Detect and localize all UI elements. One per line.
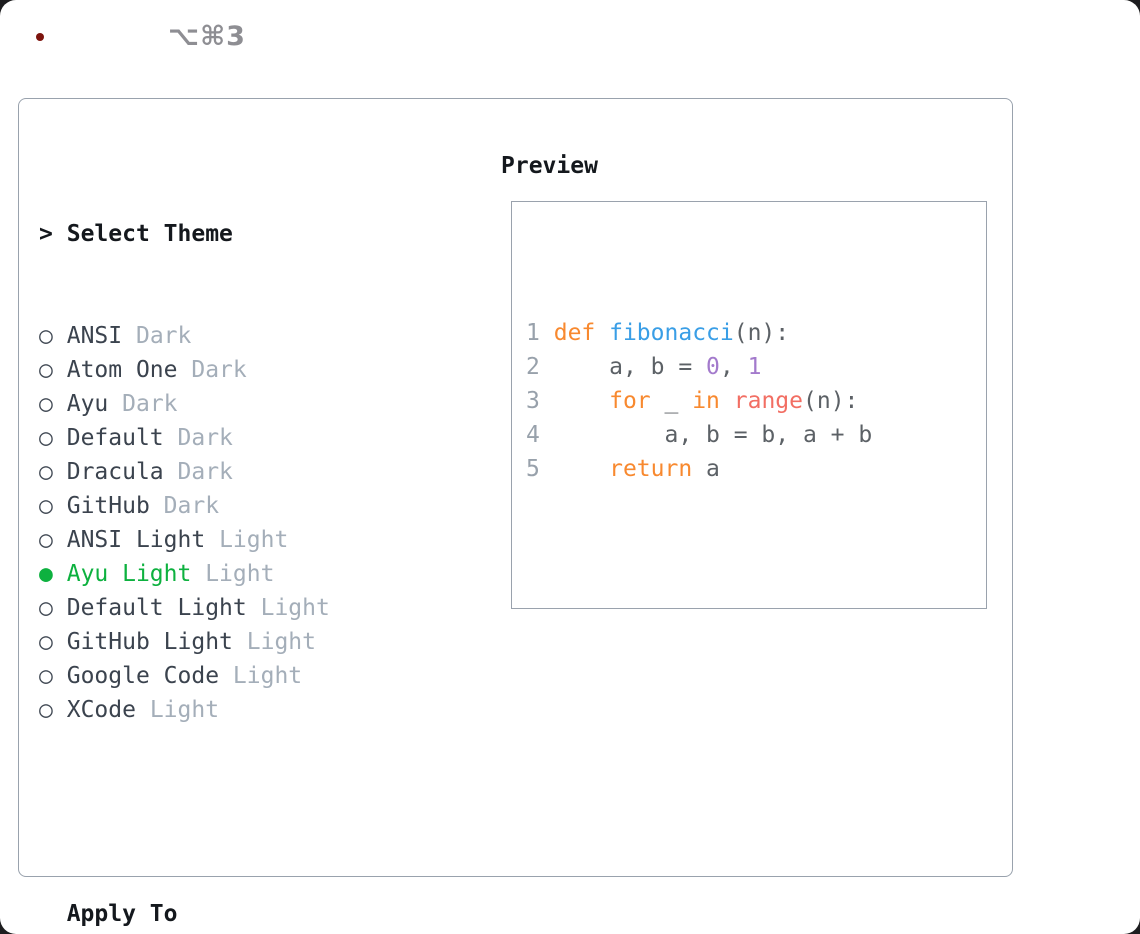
- theme-item-ansi-light[interactable]: ○ ANSI Light Light: [39, 523, 454, 557]
- code-segment: return: [609, 456, 693, 482]
- code-line: 1 def fibonacci(n):: [526, 316, 986, 350]
- focus-caret-icon: >: [39, 221, 53, 247]
- theme-name: Atom One: [66, 357, 178, 383]
- theme-name: Default Light: [66, 595, 247, 621]
- radio-selected-icon: ●: [39, 561, 53, 587]
- theme-variant: Light: [232, 663, 303, 689]
- section-gap: [39, 795, 454, 829]
- theme-item-ayu[interactable]: ○ Ayu Dark: [39, 387, 454, 421]
- theme-item-default-light[interactable]: ○ Default Light Light: [39, 591, 454, 625]
- code-segment: fibonacci: [609, 320, 734, 346]
- line-number: 4: [526, 422, 540, 448]
- code-diff-gap: [526, 554, 986, 588]
- line-number: 3: [526, 388, 540, 414]
- theme-picker-panel: > Select Theme ○ ANSI Dark○ Atom One Dar…: [18, 98, 1013, 927]
- theme-item-google-code[interactable]: ○ Google Code Light: [39, 659, 454, 693]
- radio-icon: ○: [39, 493, 53, 519]
- code-segment: ,: [719, 354, 748, 380]
- window-title: ⌥⌘3: [168, 21, 246, 52]
- code-line: 5 return a: [526, 452, 986, 486]
- theme-item-github[interactable]: ○ GitHub Dark: [39, 489, 454, 523]
- theme-variant: Light: [246, 629, 316, 655]
- code-segment: 0: [706, 354, 720, 380]
- theme-list: ○ ANSI Dark○ Atom One Dark○ Ayu Dark○ De…: [39, 319, 454, 727]
- theme-item-default[interactable]: ○ Default Dark: [39, 421, 454, 455]
- line-number: 5: [526, 456, 540, 482]
- radio-icon: ○: [39, 697, 53, 723]
- theme-variant: Dark: [191, 357, 247, 383]
- theme-variant: Dark: [122, 391, 178, 417]
- code-segment: _: [650, 388, 693, 414]
- line-number: 2: [526, 354, 540, 380]
- radio-icon: ○: [39, 323, 53, 349]
- theme-variant: Dark: [135, 323, 192, 349]
- code-segment: (n):: [733, 320, 790, 346]
- code-line: 4 a, b = b, a + b: [526, 418, 986, 452]
- theme-name: Default: [66, 425, 164, 451]
- theme-variant: Light: [205, 561, 275, 587]
- title-bar: ⌥⌘3: [0, 0, 1140, 74]
- theme-name: ANSI Light: [66, 527, 206, 553]
- preview-header: Preview: [501, 153, 598, 179]
- theme-name: GitHub Light: [66, 629, 233, 655]
- radio-icon: ○: [39, 391, 53, 417]
- radio-icon: ○: [39, 595, 53, 621]
- zoom-button[interactable]: [107, 26, 129, 48]
- code-segment: a, b = b, a + b: [553, 422, 873, 448]
- code-segment: for: [609, 388, 651, 414]
- theme-name: Google Code: [66, 663, 220, 689]
- theme-item-github-light[interactable]: ○ GitHub Light Light: [39, 625, 454, 659]
- theme-variant: Dark: [163, 493, 220, 519]
- code-segment: range: [733, 388, 804, 414]
- line-number: 1: [526, 320, 540, 346]
- theme-item-ayu-light[interactable]: ● Ayu Light Light: [39, 557, 454, 591]
- code-segment: [554, 456, 609, 482]
- code-segment: 1: [747, 354, 762, 380]
- theme-name: Ayu: [66, 391, 109, 417]
- radio-icon: ○: [39, 459, 53, 485]
- code-segment: def: [553, 320, 610, 346]
- code-segment: a, b =: [553, 354, 707, 380]
- theme-variant: Light: [260, 595, 330, 621]
- minimize-button[interactable]: [68, 26, 90, 48]
- apply-to-header: Apply To: [66, 901, 178, 927]
- radio-icon: ○: [39, 425, 53, 451]
- theme-name: Ayu Light: [66, 561, 192, 587]
- preview-column: Preview 1 def fibonacci(n):2 a, b = 0, 1…: [501, 149, 987, 609]
- code-segment: a: [692, 456, 720, 482]
- code-segment: [554, 388, 609, 414]
- code-line: 2 a, b = 0, 1: [526, 350, 986, 384]
- code-segment: (n):: [803, 388, 859, 414]
- theme-name: ANSI: [66, 323, 123, 349]
- theme-item-xcode[interactable]: ○ XCode Light: [39, 693, 454, 727]
- theme-variant: Light: [149, 697, 220, 723]
- code-segment: [720, 388, 734, 414]
- radio-icon: ○: [39, 357, 53, 383]
- radio-icon: ○: [39, 629, 53, 655]
- theme-variant: Light: [219, 527, 289, 553]
- radio-icon: ○: [39, 663, 53, 689]
- theme-item-ansi[interactable]: ○ ANSI Dark: [39, 319, 454, 353]
- select-theme-header: > Select Theme: [39, 217, 454, 251]
- theme-variant: Dark: [177, 459, 233, 485]
- select-theme-header-label: Select Theme: [66, 221, 233, 247]
- code-segment: in: [692, 388, 720, 414]
- theme-picker-column: > Select Theme ○ ANSI Dark○ Atom One Dar…: [39, 149, 454, 934]
- theme-item-dracula[interactable]: ○ Dracula Dark: [39, 455, 454, 489]
- code-line: 3 for _ in range(n):: [526, 384, 986, 418]
- theme-name: Dracula: [66, 459, 164, 485]
- close-button[interactable]: [29, 26, 51, 48]
- close-dot-icon: [36, 33, 44, 41]
- theme-item-atom-one[interactable]: ○ Atom One Dark: [39, 353, 454, 387]
- radio-icon: ○: [39, 527, 53, 553]
- theme-name: GitHub: [66, 493, 150, 519]
- theme-name: XCode: [66, 697, 136, 723]
- theme-variant: Dark: [177, 425, 233, 451]
